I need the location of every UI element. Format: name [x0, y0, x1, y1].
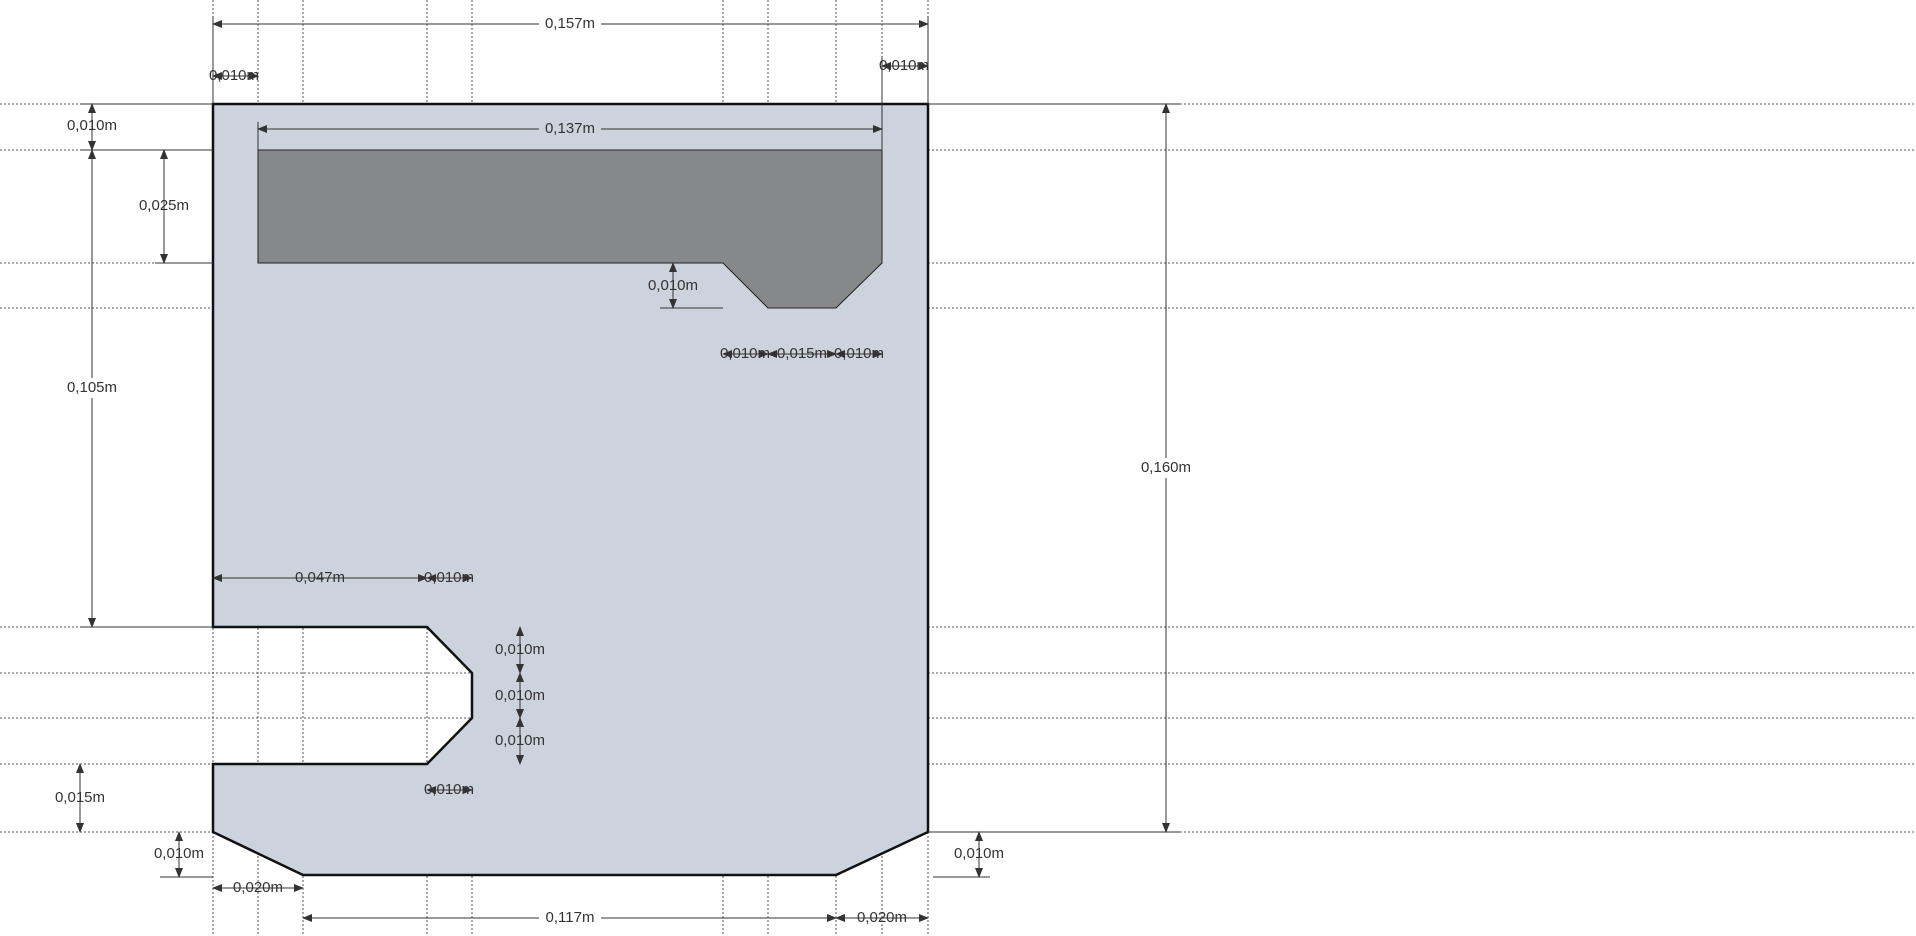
dim-label-cut-offset: 0,047m [295, 569, 345, 586]
dim-label-slot-height: 0,025m [139, 197, 189, 214]
dim-label-foot-height: 0,015m [55, 789, 105, 806]
label-background [61, 378, 123, 398]
dim-label-bottom-flat: 0,117m [546, 909, 595, 926]
label-background [539, 14, 601, 34]
label-background [539, 908, 601, 928]
dim-label-cut-lower-chamfer: 0,010m [495, 732, 545, 749]
dim-label-cut-flat: 0,010m [495, 687, 545, 704]
slot [257, 149, 883, 309]
dim-label-total-height: 0,160m [1141, 459, 1191, 476]
dim-label-top-margin: 0,010m [67, 117, 117, 134]
dim-label-bottom-left-chamfer-width: 0,020m [233, 879, 283, 896]
label-background [1135, 458, 1197, 478]
dim-label-slot-width: 0,137m [545, 120, 595, 137]
extension-lines [80, 16, 1180, 878]
dim-label-bottom-right-chamfer-width: 0,020m [857, 909, 907, 926]
dim-label-right-margin: 0,010m [879, 57, 929, 74]
label-background [539, 119, 601, 139]
dim-label-notch-chamfer-left: 0,010m [720, 345, 770, 362]
dim-label-cut-chamfer-width: 0,010m [424, 569, 474, 586]
dim-label-bottom-left-chamfer-height: 0,010m [154, 845, 204, 862]
dimension-labels: 0,157m 0,010m 0,010m 0,137m 0,010m 0,025… [55, 14, 1197, 928]
dim-label-cut-bottom-chamfer: 0,010m [424, 781, 474, 798]
dim-label-notch-chamfer-right: 0,010m [834, 345, 884, 362]
dim-label-total-width: 0,157m [545, 15, 595, 32]
dim-label-notch-depth: 0,010m [648, 277, 698, 294]
dim-label-left-margin: 0,010m [209, 67, 259, 84]
dim-label-cut-upper-chamfer: 0,010m [495, 641, 545, 658]
dim-label-left-height: 0,105m [67, 379, 117, 396]
dim-label-notch-flat: 0,015m [777, 345, 827, 362]
dim-label-bottom-right-chamfer-height: 0,010m [954, 845, 1004, 862]
